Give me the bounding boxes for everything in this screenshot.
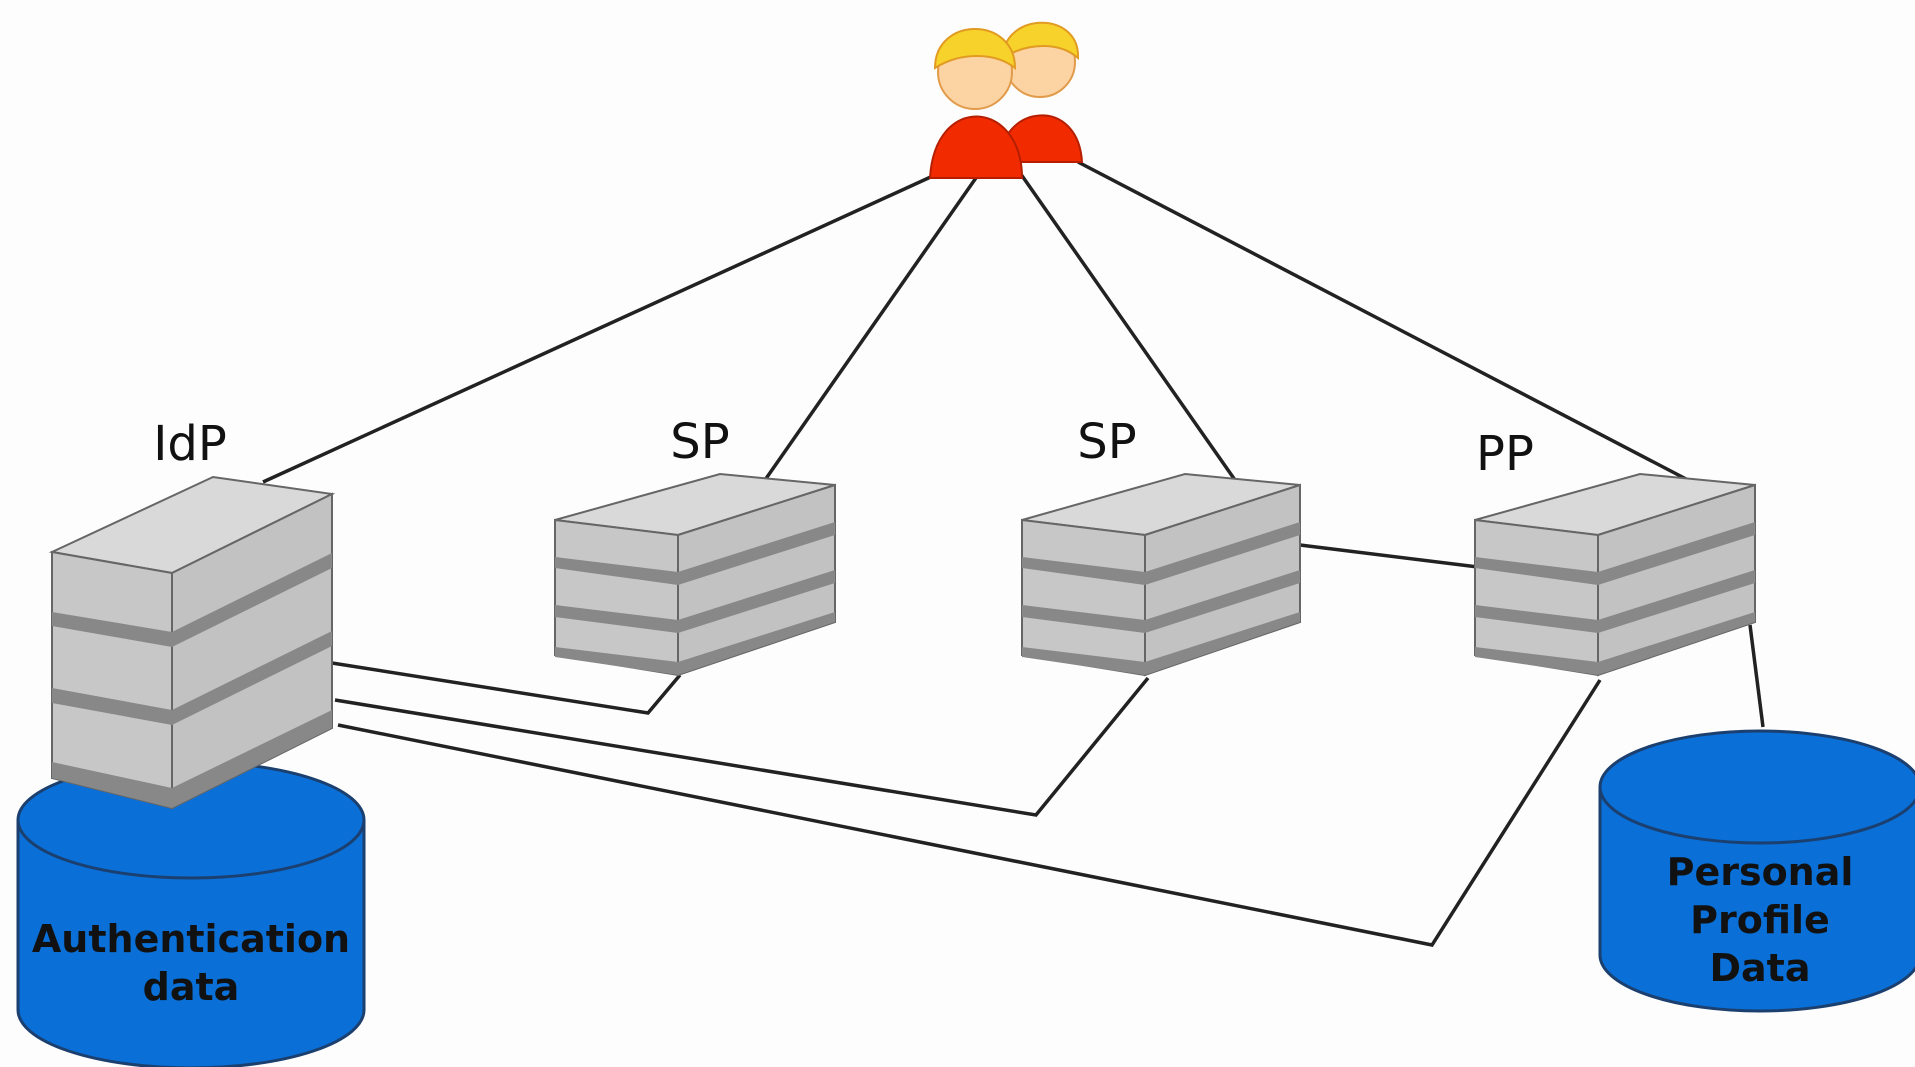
database-icon: Authentication data [16, 760, 366, 1067]
server-icon [554, 472, 836, 677]
profile-db-top [1598, 729, 1915, 845]
auth-db-body [16, 820, 366, 1067]
profile-db-body [1598, 787, 1915, 1013]
link-users-pp [1077, 160, 1689, 482]
sp1-band-1s [678, 522, 835, 585]
pp-band-1f [1475, 557, 1598, 585]
idp-band-2s [172, 631, 332, 725]
idp-band-3f [52, 762, 172, 808]
pp-band-3s [1598, 612, 1755, 675]
users-icon [928, 21, 1084, 179]
profile-db-label-line3: Data [1710, 946, 1811, 990]
user-front-body [928, 115, 1024, 179]
pp-band-3f [1475, 647, 1598, 675]
link-idp-sp1 [331, 661, 682, 715]
link-users-sp1 [763, 173, 980, 482]
sp1-band-3s [678, 612, 835, 675]
auth-db-label-line2: data [143, 965, 240, 1009]
auth-db-label-line1: Authentication [32, 917, 350, 961]
sp1-band-1f [555, 557, 678, 585]
idp-band-1s [172, 553, 332, 647]
sp2-band-2s [1145, 570, 1300, 633]
sp1-band-2s [678, 570, 835, 633]
sp1-band-2f [555, 605, 678, 633]
connections [262, 160, 1765, 947]
pp-band-2s [1598, 570, 1755, 633]
server-icon [48, 475, 336, 810]
idp-label: IdP [153, 416, 227, 472]
sp2-band-3f [1022, 647, 1145, 675]
sp2-band-2f [1022, 605, 1145, 633]
idp-band-2f [52, 688, 172, 725]
sp2-band-3s [1145, 612, 1300, 675]
profile-db-label-line1: Personal [1667, 850, 1854, 894]
database-icon: Personal Profile Data [1598, 729, 1915, 1013]
link-pp-profile [1748, 624, 1765, 728]
link-users-sp2 [1016, 168, 1237, 482]
pp-band-2f [1475, 605, 1598, 633]
sp1-label: SP [670, 414, 729, 470]
sp1-band-3f [555, 647, 678, 675]
link-sp2-pp [1299, 543, 1479, 569]
sp2-band-1f [1022, 557, 1145, 585]
link-idp-pp [337, 679, 1602, 947]
link-idp-sp2 [334, 676, 1150, 817]
pp-band-1s [1598, 522, 1755, 585]
link-users-idp [262, 173, 936, 484]
server-icon [1474, 472, 1756, 677]
pp-label: PP [1476, 426, 1534, 482]
server-icon [1021, 472, 1301, 677]
idp-band-1f [52, 612, 172, 647]
idp-band-3s [172, 710, 332, 808]
user-front-hair [933, 28, 1017, 71]
sp2-band-1s [1145, 522, 1300, 585]
user-back-hair [1001, 21, 1080, 61]
profile-db-label-line2: Profile [1690, 898, 1830, 942]
sp2-label: SP [1077, 414, 1136, 470]
